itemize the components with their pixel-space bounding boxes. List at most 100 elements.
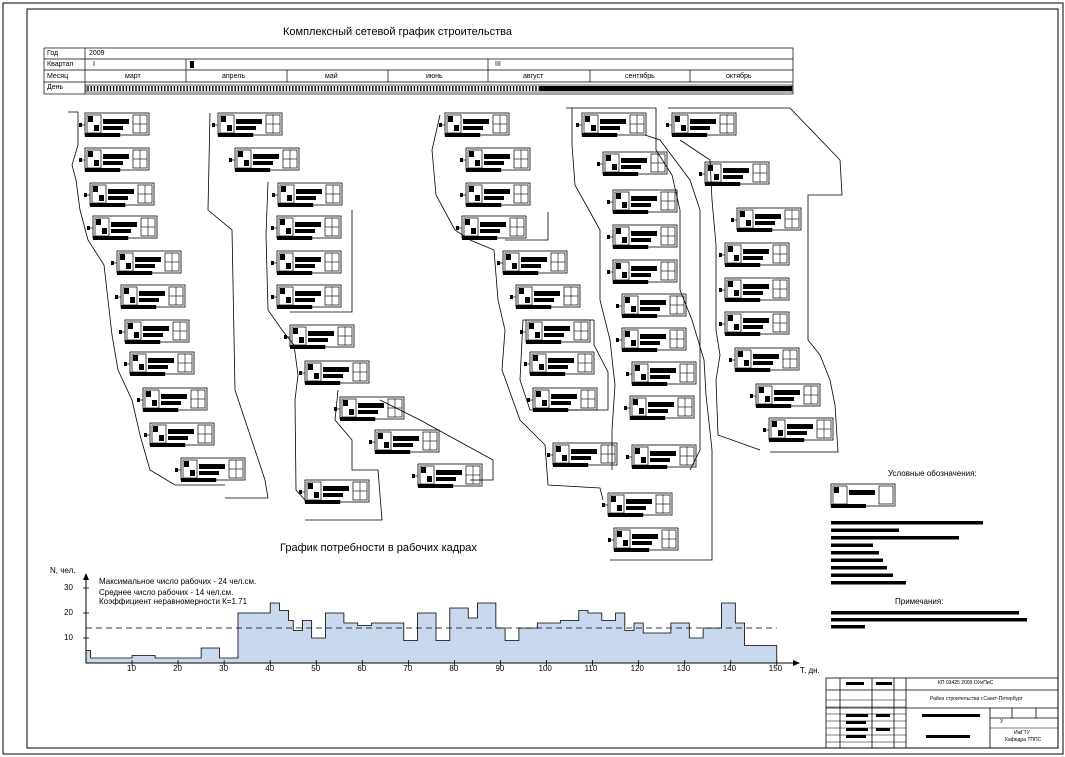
x-tick-label: 40 xyxy=(265,664,275,673)
node-duration-label xyxy=(484,161,504,165)
legend-text-line xyxy=(831,543,873,547)
node-date-bar xyxy=(93,236,129,240)
node-code-mark xyxy=(734,255,739,261)
x-tick-label: 60 xyxy=(357,664,367,673)
node-code-mark xyxy=(133,355,138,361)
node-work-label xyxy=(648,402,674,407)
node-arrow xyxy=(626,455,629,459)
node-code-mark xyxy=(88,116,93,122)
network-node xyxy=(412,463,483,488)
node-arrow xyxy=(602,503,605,507)
node-code-mark xyxy=(102,228,107,234)
node-work-label xyxy=(199,464,225,469)
network-link xyxy=(566,107,713,561)
network-node xyxy=(527,387,598,412)
node-duration-label xyxy=(253,161,273,165)
stamp-redacted-text xyxy=(876,728,890,731)
node-date-bar xyxy=(582,133,618,137)
day-scale-ticks xyxy=(87,86,540,91)
network-link xyxy=(431,114,604,501)
network-link xyxy=(305,389,383,521)
network-node xyxy=(524,351,595,376)
month-march: март xyxy=(125,73,141,80)
network-node xyxy=(334,396,405,421)
x-tick-label: 90 xyxy=(495,664,505,673)
node-code-mark xyxy=(728,315,733,321)
node-work-label xyxy=(650,368,676,373)
stamp-code: КП 03425 2009 ОУиПиС xyxy=(938,680,994,686)
legend-text-line xyxy=(831,536,959,540)
node-code-mark xyxy=(308,364,313,370)
network-node xyxy=(626,444,697,469)
network-link xyxy=(571,108,616,470)
legend-node-cell xyxy=(878,485,894,505)
node-duration-label xyxy=(534,298,554,302)
node-code-mark xyxy=(130,297,135,303)
node-code-mark xyxy=(475,195,480,201)
node-arrow xyxy=(137,398,140,402)
network-node xyxy=(624,395,695,420)
node-work-label xyxy=(103,154,129,159)
x-tick-label: 50 xyxy=(311,664,321,673)
node-code-mark xyxy=(542,400,547,406)
node-code-mark xyxy=(427,476,432,482)
network-node xyxy=(719,242,790,267)
node-arrow xyxy=(299,371,302,375)
network-node xyxy=(124,351,195,376)
node-duration-label xyxy=(393,443,413,447)
node-code-mark xyxy=(465,219,470,225)
node-duration-label xyxy=(295,264,315,268)
stamp-letter: У xyxy=(1000,719,1004,725)
node-date-bar xyxy=(90,203,126,207)
network-node xyxy=(456,215,527,240)
node-code-mark xyxy=(772,421,777,427)
node-code-mark xyxy=(99,195,104,201)
node-duration-label xyxy=(436,477,456,481)
stamp-redacted-text xyxy=(846,682,864,685)
node-date-bar xyxy=(117,271,153,275)
node-code-mark xyxy=(562,455,567,461)
node-date-bar xyxy=(278,203,314,207)
node-work-label xyxy=(753,354,779,359)
chart-axes xyxy=(83,573,800,666)
node-arrow xyxy=(412,474,415,478)
node-code-mark xyxy=(616,193,621,199)
node-code-mark xyxy=(622,237,627,243)
node-code-mark xyxy=(734,324,739,330)
node-date-bar xyxy=(613,210,649,214)
node-work-label xyxy=(323,486,349,491)
node-work-label xyxy=(161,394,187,399)
x-tick-label: 80 xyxy=(449,664,459,673)
quarter-1: I xyxy=(93,61,95,68)
month-august: август xyxy=(523,73,544,80)
node-arrow xyxy=(719,253,722,257)
node-code-mark xyxy=(343,400,348,406)
network-node xyxy=(750,383,821,408)
node-work-label xyxy=(640,334,666,339)
network-node xyxy=(175,457,246,482)
quarter-marker xyxy=(190,61,194,68)
node-work-label xyxy=(631,196,657,201)
network-node xyxy=(460,182,531,207)
node-date-bar xyxy=(277,236,313,240)
network-node xyxy=(111,250,182,275)
node-arrow xyxy=(79,158,82,162)
node-code-mark xyxy=(280,254,285,260)
note-text-line xyxy=(831,618,1027,622)
network-node xyxy=(137,387,208,412)
node-arrow xyxy=(597,162,600,166)
node-duration-label xyxy=(521,264,541,268)
node-code-mark xyxy=(94,125,99,131)
x-tick-label: 20 xyxy=(173,664,182,673)
node-arrow xyxy=(111,261,114,265)
node-code-mark xyxy=(625,331,630,337)
network-link xyxy=(679,139,761,451)
node-arrow xyxy=(212,123,215,127)
node-date-bar xyxy=(725,332,761,336)
x-tick-label: 10 xyxy=(127,664,136,673)
node-date-bar xyxy=(553,463,589,467)
node-code-mark xyxy=(134,332,139,338)
node-date-bar xyxy=(725,298,761,302)
node-work-label xyxy=(544,326,570,331)
node-duration-label xyxy=(774,397,794,401)
